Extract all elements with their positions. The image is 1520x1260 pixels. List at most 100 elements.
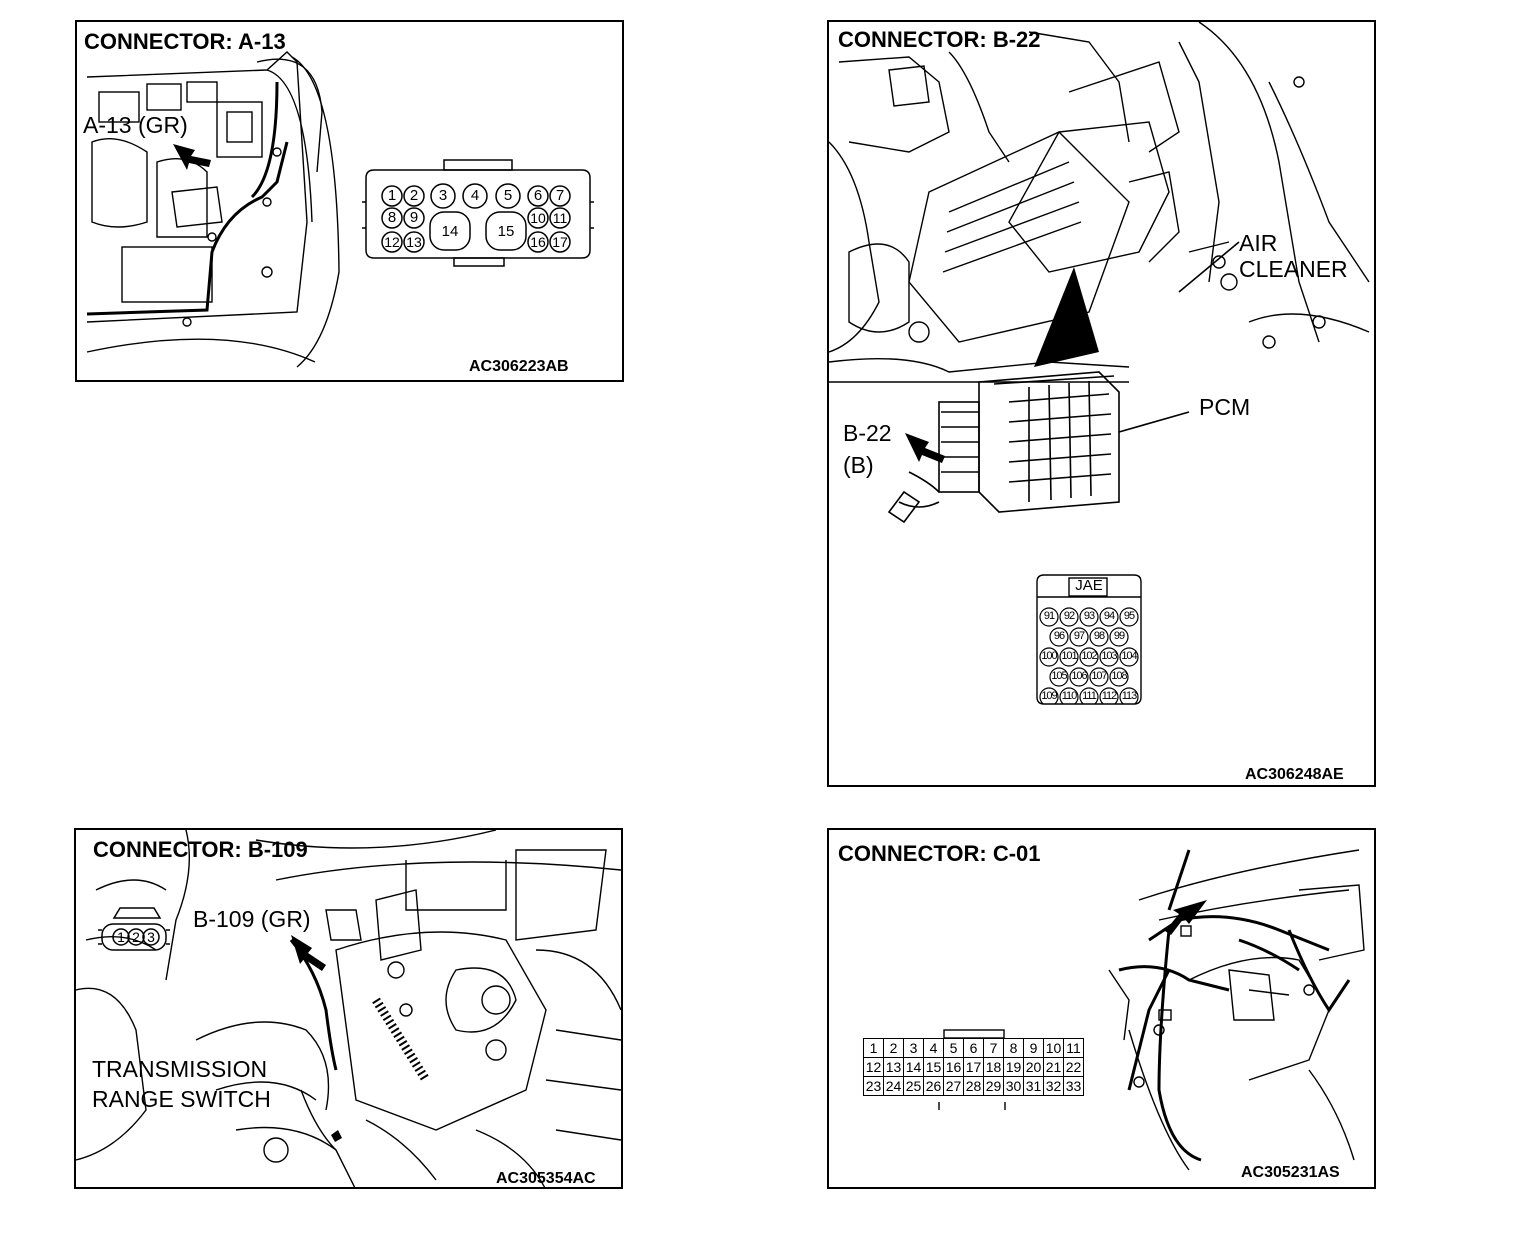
pin-cell: 9: [1023, 1038, 1044, 1058]
pin-circle: [1119, 647, 1139, 667]
pin-circle: [1049, 627, 1069, 647]
pin-cell: 14: [903, 1057, 924, 1077]
pin-cell: 16: [943, 1057, 964, 1077]
pin-cell: 27: [943, 1076, 964, 1096]
figure-code: AC306223AB: [469, 358, 569, 375]
connector-face-b22: JAE 91 92 93 94 95 96 97 98 99 100 101 102 103 104 105…: [1037, 575, 1141, 704]
pin-label: 96: [1053, 630, 1065, 642]
pin-cell: 11: [1063, 1038, 1084, 1058]
pin-cell: 33: [1063, 1076, 1084, 1096]
pin-cell: 28: [963, 1076, 984, 1096]
pin-label: 111: [1082, 690, 1097, 702]
pin-label: 92: [1063, 610, 1075, 622]
pin-circle: [1069, 627, 1089, 647]
connector-tag: JAE: [1075, 577, 1103, 594]
pin-8: 8: [387, 209, 397, 226]
pin-label: 93: [1083, 610, 1095, 622]
pin-cell: 30: [1003, 1076, 1024, 1096]
callout-label-line1: B-22: [843, 420, 892, 446]
pin-label: 101: [1061, 650, 1077, 662]
pin-label: 108: [1111, 670, 1127, 682]
switch-label-line2: RANGE SWITCH: [92, 1086, 271, 1112]
pin-cell: 7: [983, 1038, 1004, 1058]
pin-circle: [1069, 667, 1089, 687]
pin-label: 104: [1121, 650, 1137, 662]
pin-4: 4: [470, 187, 480, 204]
figure-code: AC306248AE: [1245, 766, 1344, 783]
pin-label: 102: [1081, 650, 1097, 662]
pin-circle: [1039, 647, 1059, 667]
pin-label: 100: [1041, 650, 1057, 662]
pcm-label: PCM: [1199, 394, 1251, 420]
pin-1: 1: [387, 187, 397, 204]
pin-cell: 24: [883, 1076, 904, 1096]
pin-label: 112: [1101, 690, 1118, 702]
pin-label: 97: [1073, 630, 1085, 642]
pin-cell: 5: [943, 1038, 964, 1058]
pin-circle: [1059, 607, 1079, 627]
transmission-illustration: [76, 830, 621, 1187]
pin-cell: 6: [963, 1038, 984, 1058]
pin-cell: 18: [983, 1057, 1004, 1077]
pin-label: 94: [1103, 610, 1115, 622]
pin-cell: 15: [923, 1057, 944, 1077]
pin-cell: 2: [883, 1038, 904, 1058]
pin-cell: 13: [883, 1057, 904, 1077]
pin-circle: [1049, 667, 1069, 687]
pin-15: 15: [497, 223, 515, 240]
air-cleaner-pcm-illustration: [829, 22, 1370, 705]
pin-circle: [1109, 667, 1129, 687]
pin-cell: 3: [903, 1038, 924, 1058]
pin-circle: [1089, 667, 1109, 687]
pin-6: 6: [533, 187, 543, 204]
pin-cell: 21: [1043, 1057, 1064, 1077]
pin-label: 103: [1101, 650, 1117, 662]
pin-circle: [1039, 687, 1059, 704]
pin-label: 106: [1071, 670, 1087, 682]
pin-circle: [1109, 627, 1129, 647]
pin-label: 98: [1093, 630, 1105, 642]
pin-label: 105: [1051, 670, 1067, 682]
pin-cell: 17: [963, 1057, 984, 1077]
pin-12: 12: [384, 234, 400, 250]
panel-title: CONNECTOR: B-109: [93, 837, 308, 862]
pin-cell: 4: [923, 1038, 944, 1058]
pin-label: 109: [1041, 690, 1057, 702]
pin-cell: 19: [1003, 1057, 1024, 1077]
callout-label: B-109 (GR): [193, 906, 311, 932]
pin-11: 11: [552, 210, 568, 226]
pin-13: 13: [406, 234, 422, 250]
pin-3: 3: [147, 929, 155, 945]
pin-14: 14: [441, 223, 459, 240]
pin-cell: 1: [863, 1038, 884, 1058]
pin-2: 2: [409, 187, 419, 204]
pin-label: 99: [1113, 630, 1125, 642]
pin-9: 9: [409, 209, 419, 226]
connector-outline: [362, 159, 594, 267]
dashboard-harness-illustration: [938, 849, 1365, 1171]
callout-label: A-13 (GR): [83, 112, 188, 138]
pin-label: 110: [1061, 690, 1078, 702]
pin-cell: 22: [1063, 1057, 1084, 1077]
pin-circle: [1089, 627, 1109, 647]
pin-label: 91: [1043, 610, 1055, 622]
figure-code: AC305354AC: [496, 1170, 596, 1187]
pin-17: 17: [552, 234, 568, 250]
switch-label-line1: TRANSMISSION: [92, 1056, 268, 1082]
pin-circle: [1119, 607, 1139, 627]
air-cleaner-label-line2: CLEANER: [1239, 256, 1348, 282]
pin-cell: 10: [1043, 1038, 1064, 1058]
panel-title: CONNECTOR: B-22: [838, 27, 1041, 52]
pin-cell: 8: [1003, 1038, 1024, 1058]
pin-2: 2: [132, 929, 140, 945]
air-cleaner-label-line1: AIR: [1239, 230, 1278, 256]
pin-10: 10: [530, 210, 546, 226]
pin-16: 16: [530, 234, 546, 250]
pin-circle: [1099, 607, 1119, 627]
pin-cell: 20: [1023, 1057, 1044, 1077]
pin-7: 7: [555, 187, 565, 204]
pin-label: 95: [1123, 610, 1135, 622]
pin-circle: [1059, 687, 1079, 704]
figure-code: AC305231AS: [1241, 1164, 1340, 1181]
pin-circle: [1079, 687, 1099, 704]
